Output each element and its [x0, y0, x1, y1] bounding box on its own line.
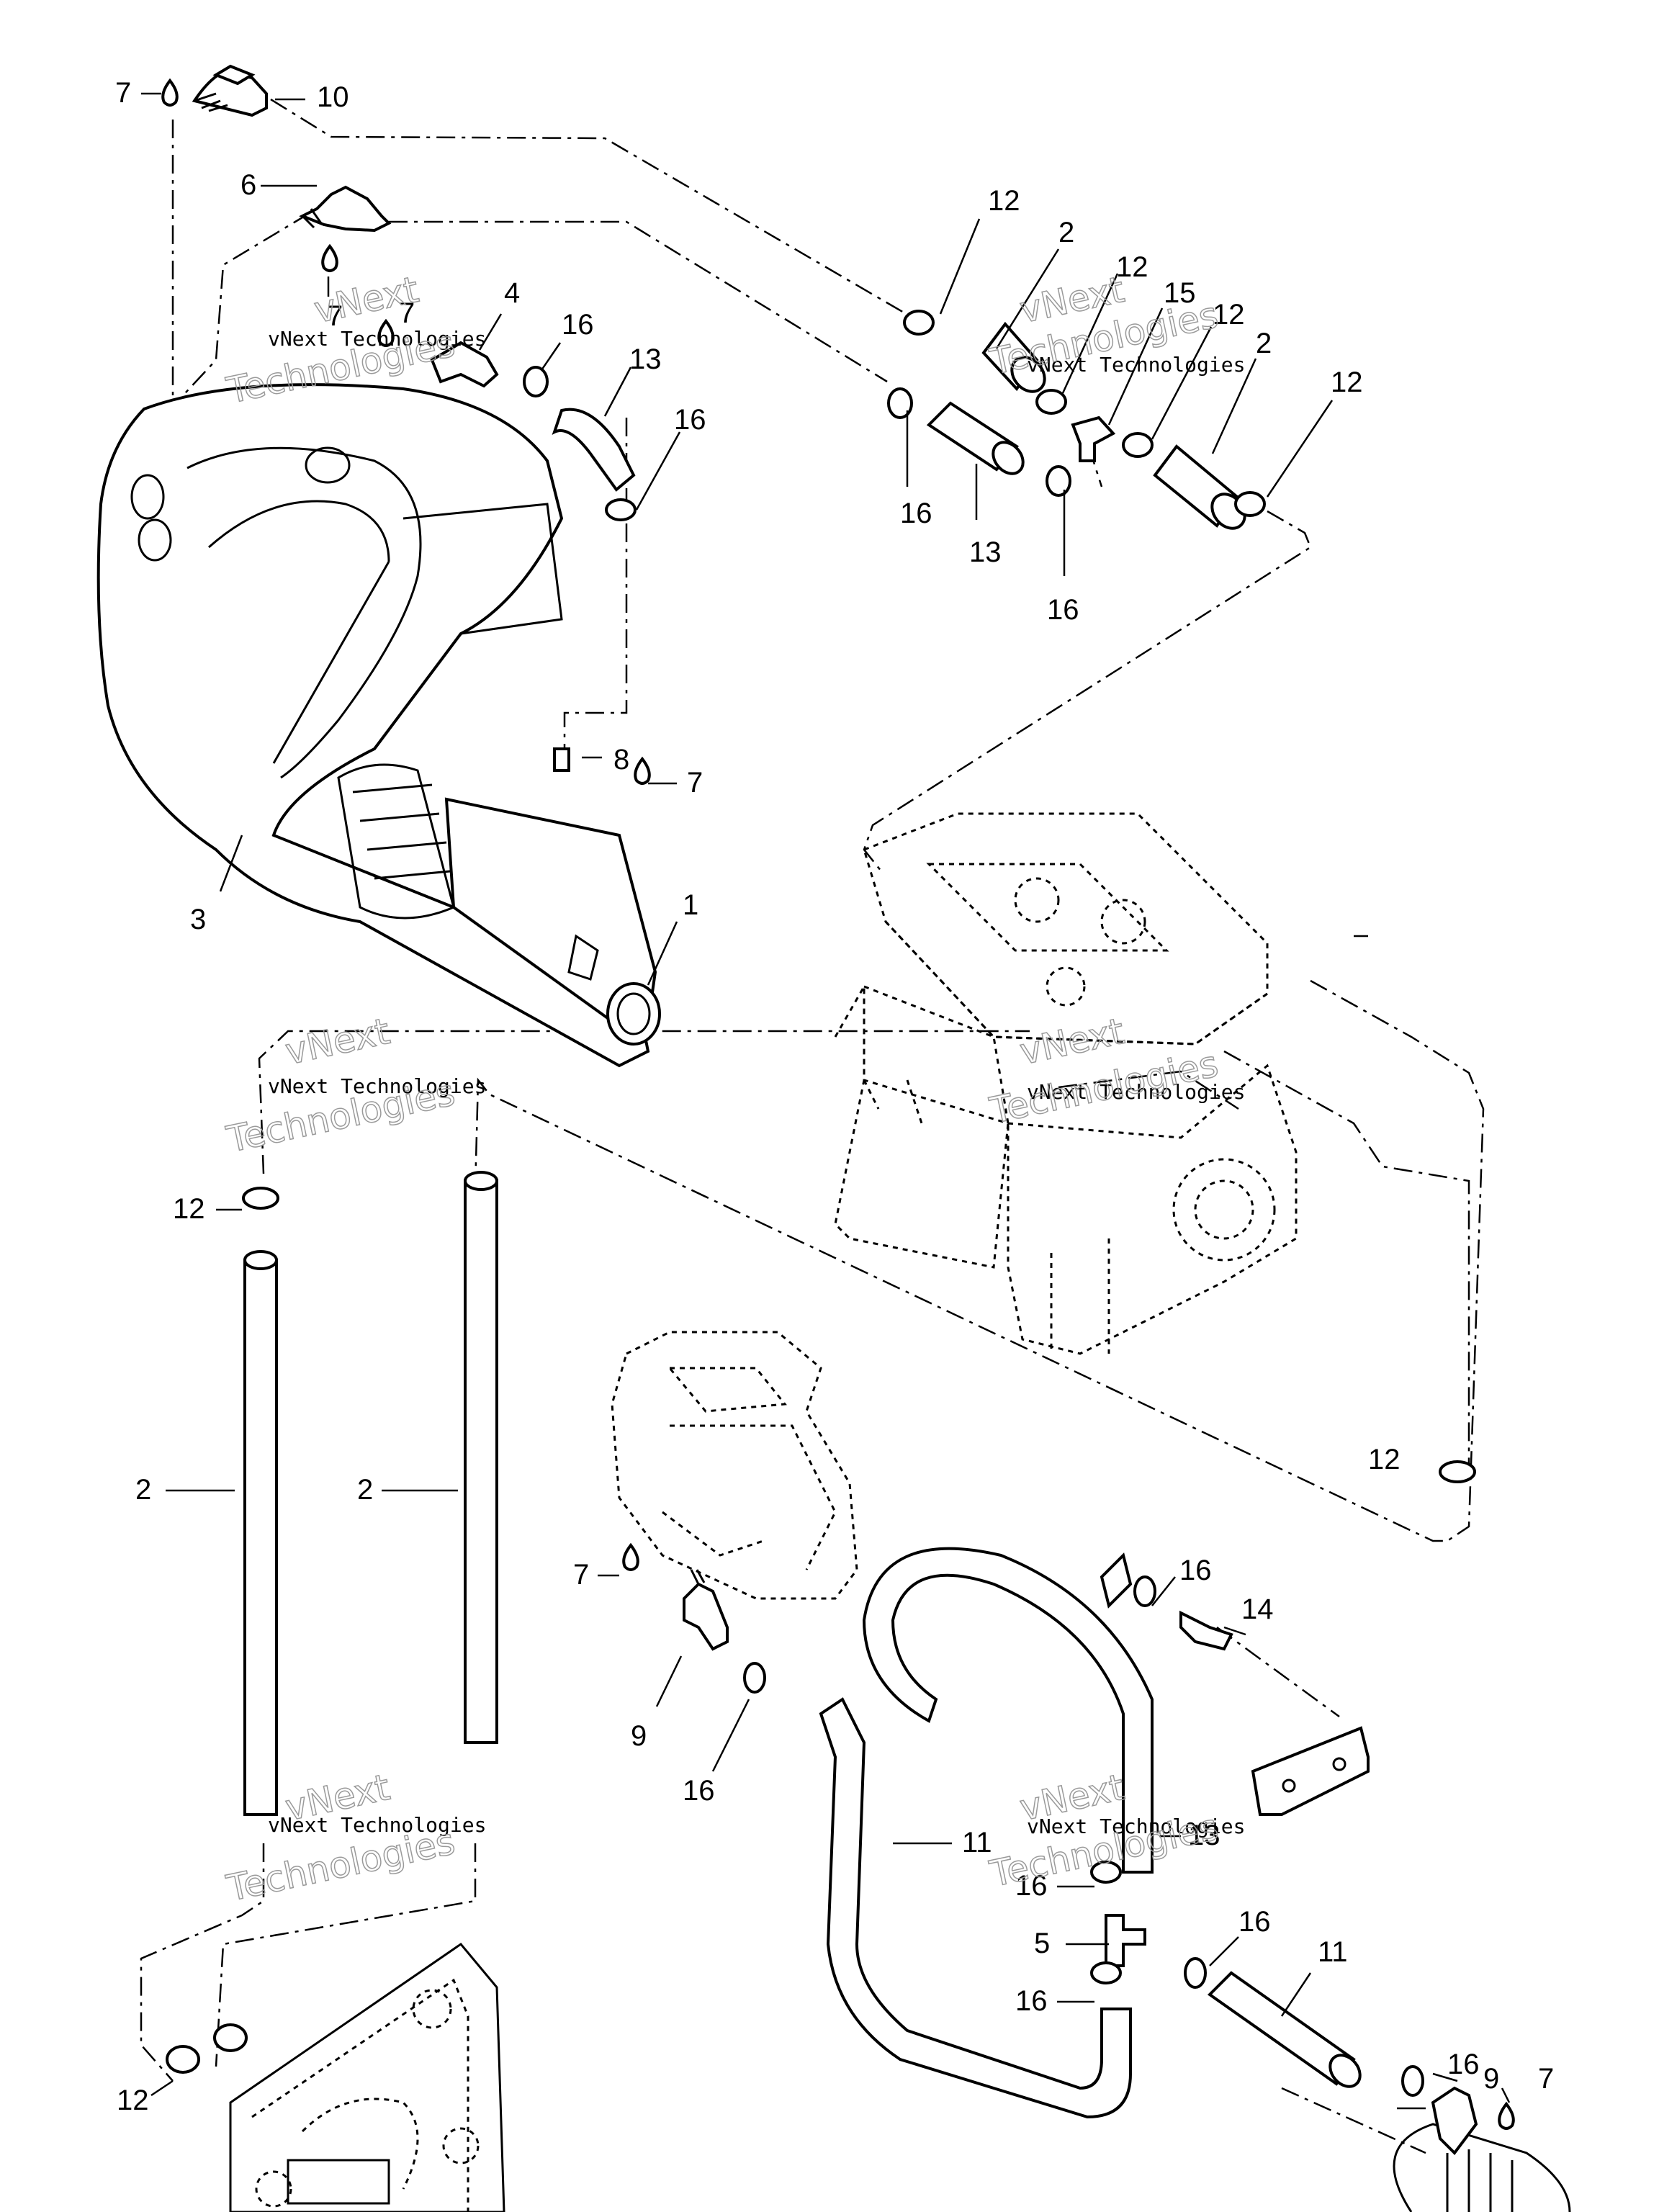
hose-2-middle [464, 1171, 498, 1744]
callout-13: 13 [1188, 1820, 1220, 1851]
watermark: vNext vNext Technologies Technologies [986, 1010, 1246, 1132]
callout-16: 16 [1238, 1906, 1271, 1938]
fitting-14 [1179, 1610, 1233, 1651]
callout-12: 12 [1116, 251, 1148, 283]
hose-routing-lines [140, 98, 1485, 2154]
callout-2: 2 [1256, 328, 1272, 359]
callout-16: 16 [1179, 1555, 1212, 1586]
callout-7: 7 [327, 300, 343, 332]
callout-2: 2 [1058, 217, 1074, 248]
callout-9: 9 [631, 1720, 647, 1752]
callout-16: 16 [674, 404, 706, 436]
watermark-line1: vNext [282, 1010, 393, 1073]
callout-13: 13 [969, 536, 1002, 568]
fitting-9-elbow [683, 1569, 729, 1651]
watermark-line2: vNext Technologies [268, 1813, 486, 1837]
fitting-5-tee [1105, 1914, 1146, 1967]
fitting-8 [553, 747, 570, 772]
callout-12: 12 [173, 1193, 205, 1225]
callout-7: 7 [687, 767, 703, 799]
callout-16: 16 [1015, 1985, 1048, 2017]
fitting-4 [430, 341, 499, 388]
callout-1: 1 [683, 889, 698, 921]
callout-12: 12 [1331, 367, 1363, 398]
callout-2: 2 [135, 1474, 151, 1506]
leader-lines [141, 92, 1511, 2110]
callout-11: 11 [962, 1827, 992, 1858]
callout-16: 16 [683, 1775, 715, 1807]
callout-16: 16 [562, 309, 594, 341]
watermark: vNext vNext Technologies Technologies [222, 1010, 487, 1161]
hose-2-short-a [981, 321, 1046, 393]
callout-12: 12 [988, 185, 1020, 217]
callout-6: 6 [240, 169, 256, 201]
fitting-6-elbow [299, 185, 392, 233]
housing-phantom [611, 1331, 858, 1600]
bottom-left-housing-phantom [229, 1942, 505, 2212]
callout-15: 15 [1164, 277, 1196, 309]
hose-11-bent [819, 1697, 1132, 2119]
sealant-drop-icons [161, 78, 1515, 2130]
watermark: vNext vNext Technologies Technologies [986, 268, 1246, 383]
callout-12: 12 [1213, 299, 1245, 331]
fitting-9-bottom [1431, 2086, 1478, 2156]
callout-numbers: 7 10 6 7 7 4 16 13 16 12 2 12 15 12 2 12… [115, 77, 1554, 2116]
hose-2-short-b [1153, 444, 1246, 530]
watermark-line2: vNext Technologies [268, 1074, 486, 1098]
callout-3: 3 [190, 904, 206, 935]
callout-2: 2 [357, 1474, 373, 1506]
clamps [166, 310, 1476, 2097]
callout-16: 16 [1015, 1870, 1048, 1902]
exhaust-pipe [96, 383, 661, 1068]
callout-8: 8 [613, 744, 629, 775]
watermark-line2: vNext Technologies [1027, 1080, 1245, 1104]
mounting-plate [1251, 1726, 1370, 1816]
callout-11: 11 [1318, 1936, 1348, 1968]
hose-13-upper [926, 401, 1025, 475]
callout-7: 7 [399, 297, 415, 329]
callout-13: 13 [629, 343, 662, 375]
hose-13-loop [862, 1547, 1154, 1874]
hose-13-left-small [552, 408, 636, 492]
watermark-line2: vNext Technologies [1027, 353, 1245, 377]
callout-7: 7 [115, 77, 131, 109]
hose-2-left [243, 1250, 278, 1816]
callout-10: 10 [317, 81, 349, 113]
watermark-line2: vNext Technologies [1027, 1815, 1245, 1838]
watermark-line2: vNext Technologies [268, 327, 486, 351]
fitting-15-tee [1071, 415, 1116, 462]
callout-5: 5 [1034, 1928, 1050, 1959]
bottom-right-component [1393, 2123, 1571, 2212]
callout-14: 14 [1241, 1593, 1274, 1625]
fitting-10-elbow [192, 64, 268, 117]
callout-12: 12 [1368, 1444, 1401, 1475]
callout-4: 4 [504, 277, 520, 309]
engine-phantom [834, 812, 1298, 1355]
watermark-line1: vNext [1016, 1010, 1128, 1073]
callout-12: 12 [117, 2085, 149, 2116]
callout-7: 7 [573, 1559, 589, 1591]
callout-16: 16 [1047, 594, 1079, 626]
callout-16: 16 [900, 498, 932, 529]
callout-7: 7 [1538, 2063, 1554, 2095]
hose-11-short [1207, 1971, 1362, 2088]
callout-9: 9 [1483, 2063, 1499, 2095]
callout-16: 16 [1447, 2049, 1480, 2080]
